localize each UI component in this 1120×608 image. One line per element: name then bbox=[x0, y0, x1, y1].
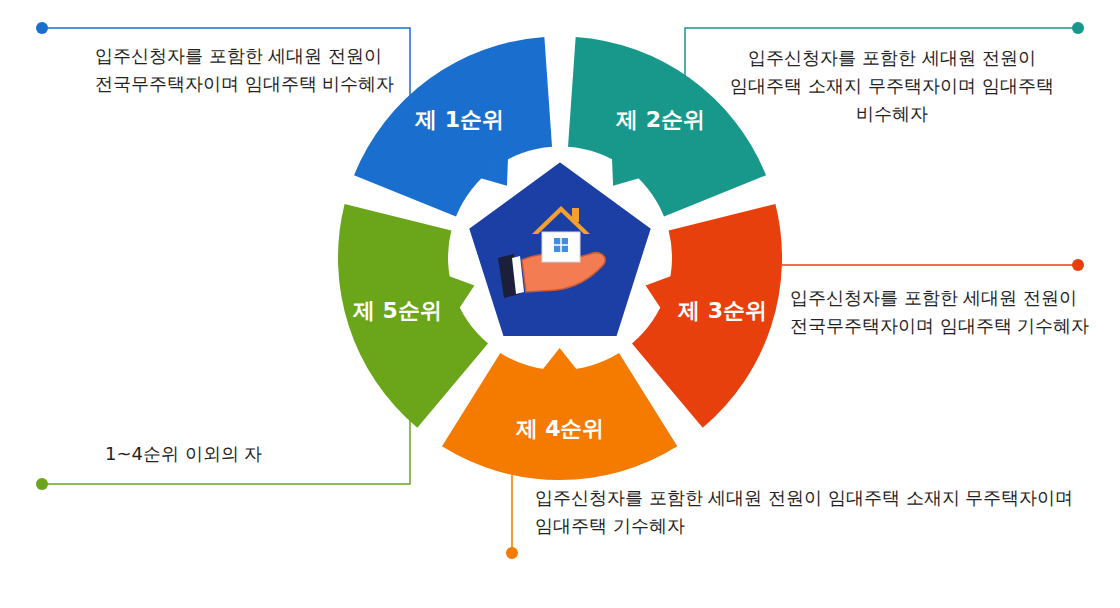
leader-line bbox=[782, 264, 1078, 266]
priority-segment: 제 4순위 bbox=[440, 346, 679, 482]
segment-band bbox=[568, 37, 766, 217]
priority-description: 입주신청자를 포함한 세대원 전원이 전국무주택자이며 임대주택 기수혜자 bbox=[790, 284, 1090, 340]
segment-band bbox=[632, 204, 782, 428]
priority-title: 제 3순위 bbox=[678, 296, 767, 326]
priority-description: 1~4순위 이외의 자 bbox=[105, 440, 395, 468]
segment-shape bbox=[440, 346, 679, 482]
priority-segment: 제 1순위 bbox=[352, 35, 554, 219]
priority-description: 입주신청자를 포함한 세대원 전원이 임대주택 소재지 무주택자이며 임대주택 … bbox=[712, 44, 1072, 128]
segment-band bbox=[442, 353, 677, 480]
segment-notch bbox=[447, 276, 474, 310]
priority-description: 입주신청자를 포함한 세대원 전원이 임대주택 소재지 무주택자이며 임대주택 … bbox=[535, 484, 1100, 540]
leader-dot bbox=[1072, 22, 1084, 34]
segment-notch bbox=[542, 348, 578, 371]
priority-title: 제 5순위 bbox=[353, 296, 442, 326]
priority-title: 제 4순위 bbox=[516, 414, 605, 444]
house-icon bbox=[532, 206, 590, 262]
leader-line bbox=[42, 418, 410, 484]
priority-title: 제 2순위 bbox=[616, 105, 705, 135]
priority-segment: 제 3순위 bbox=[630, 202, 784, 430]
segment-notch bbox=[479, 156, 508, 185]
leader-dot bbox=[36, 22, 48, 34]
segment-band bbox=[338, 204, 488, 428]
leader-dot bbox=[506, 547, 518, 559]
segment-notch bbox=[612, 156, 641, 185]
leader-dot bbox=[36, 478, 48, 490]
segment-band bbox=[354, 37, 552, 217]
priority-description: 입주신청자를 포함한 세대원 전원이 전국무주택자이며 임대주택 비수혜자 bbox=[95, 42, 395, 98]
priority-title: 제 1순위 bbox=[415, 105, 504, 135]
priority-segment: 제 2순위 bbox=[566, 35, 768, 219]
segment-notch bbox=[646, 276, 673, 310]
leader-dot bbox=[1072, 259, 1084, 271]
priority-segment: 제 5순위 bbox=[336, 202, 490, 430]
leader-line bbox=[511, 472, 513, 553]
center-pentagon bbox=[467, 160, 653, 338]
